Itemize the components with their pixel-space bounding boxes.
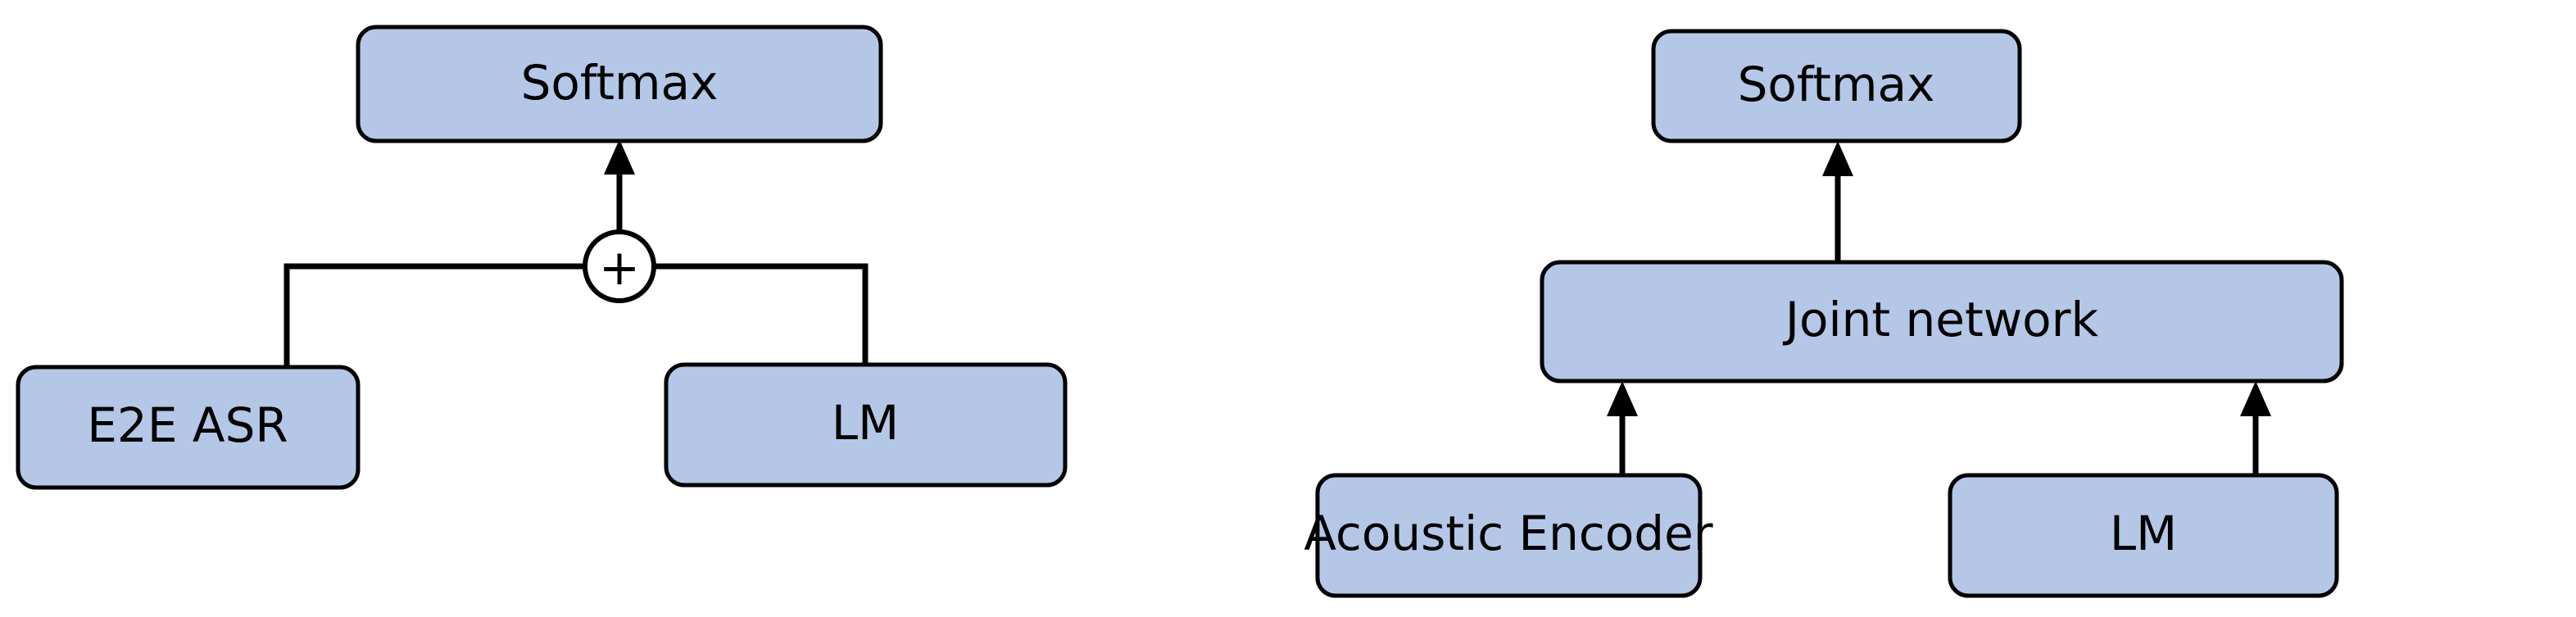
node-acoustic-encoder-rect [1315,473,1703,598]
node-softmax-left-label: Softmax [521,55,719,111]
node-softmax-left-rect [356,25,883,143]
edge-lm-right-to-joint-arrowhead [2240,381,2271,416]
diagram-shallow-fusion: + Softmax E2E ASR LM [16,25,1068,490]
sum-operator[interactable]: + [583,229,656,303]
node-softmax-left[interactable]: Softmax [356,25,883,143]
edge-e2e-asr-to-sum [283,263,585,367]
node-lm-right[interactable]: LM [1948,473,2339,598]
node-joint-network[interactable]: Joint network [1540,260,2344,383]
node-softmax-right-rect [1651,29,2022,143]
node-lm-left[interactable]: LM [664,362,1068,488]
diagram-transducer-fusion: Softmax Joint network Acoustic Encoder L… [1304,29,2344,598]
node-softmax-right-label: Softmax [1738,57,1935,112]
node-e2e-asr[interactable]: E2E ASR [16,365,361,490]
node-e2e-asr-rect [16,365,361,490]
edge-lm-to-sum [654,263,868,365]
node-joint-network-rect [1540,260,2344,383]
node-lm-right-label: LM [2110,506,2177,561]
node-acoustic-encoder[interactable]: Acoustic Encoder [1304,473,1713,598]
node-lm-left-rect [664,362,1068,488]
edge-acoustic-encoder-to-joint-arrowhead [1607,381,1638,416]
sum-operator-label: + [599,239,640,297]
node-lm-right-rect [1948,473,2339,598]
node-joint-network-label: Joint network [1783,292,2099,347]
node-softmax-right[interactable]: Softmax [1651,29,2022,143]
edge-joint-to-softmax-arrowhead [1822,141,1853,176]
node-lm-left-label: LM [832,395,899,451]
node-e2e-asr-label: E2E ASR [87,397,288,453]
node-acoustic-encoder-label: Acoustic Encoder [1304,506,1712,561]
edge-sum-to-softmax-arrowhead [604,139,635,175]
